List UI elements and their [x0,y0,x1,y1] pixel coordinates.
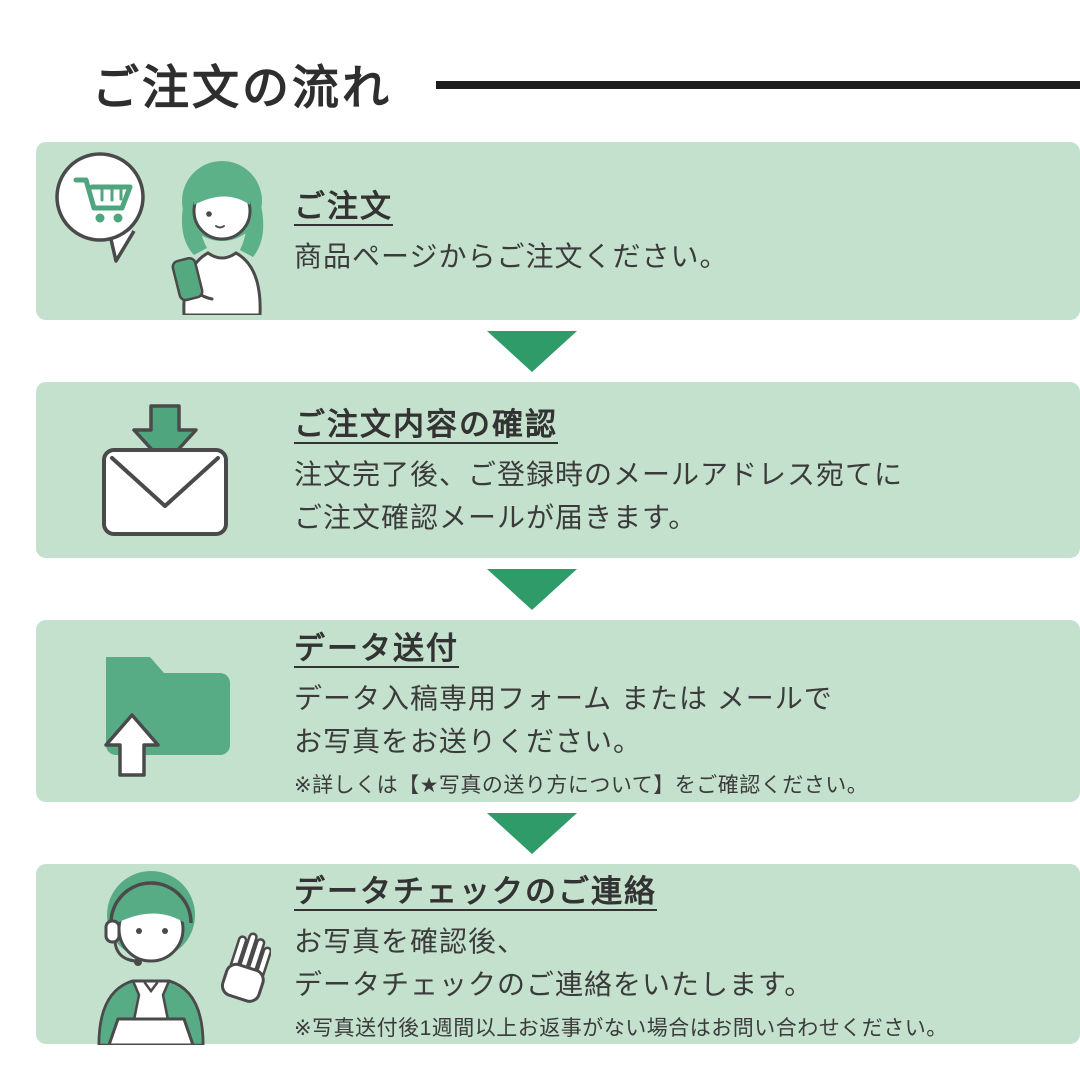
page-title: ご注文の流れ [92,60,392,114]
step-title: ご注文内容の確認 [294,406,558,442]
step-note: ※詳しくは【★写真の送り方について】をご確認ください。 [294,774,869,798]
folder-upload-icon [104,657,230,777]
step-illustration [36,863,294,1045]
flow-arrow [36,802,1080,864]
step-title: データチェックのご連絡 [294,873,657,909]
flow-arrow [36,558,1080,620]
step-description-line: お写真をお送りください。 [294,725,643,757]
step-description-line: データチェックのご連絡をいたします。 [294,968,814,1000]
order-flow: ご注文 商品ページからご注文ください。 ご注文内容の確認 注文完了後、ご登録時の… [0,142,1080,1045]
step-description-line: お写真を確認後、 [294,925,527,957]
step-description-line: 商品ページからご注文ください。 [294,241,729,273]
support-agent-icon [97,871,271,1045]
cart-phone-icon [55,152,264,315]
title-rule-line [436,81,1080,89]
step-illustration [36,147,294,315]
flow-arrow [36,320,1080,382]
down-arrow-icon [487,812,577,854]
step-title: ご注文 [294,189,393,225]
step-card-data-check: データチェックのご連絡 お写真を確認後、 データチェックのご連絡をいたします。 … [36,863,1080,1045]
step-title: データ送付 [294,630,459,666]
step-illustration [36,643,294,779]
step-description-line: データ入稿専用フォーム または メールで [294,682,833,714]
step-card-confirmation: ご注文内容の確認 注文完了後、ご登録時のメールアドレス宛てに ご注文確認メールが… [36,382,1080,558]
step-card-order: ご注文 商品ページからご注文ください。 [36,142,1080,320]
mail-receive-icon [102,404,228,536]
step-card-data-send: データ送付 データ入稿専用フォーム または メールで お写真をお送りください。 … [36,620,1080,802]
step-illustration [36,402,294,538]
page-header: ご注文の流れ [0,0,1080,116]
step-note: ※写真送付後1週間以上お返事がない場合はお問い合わせください。 [294,1017,948,1041]
down-arrow-icon [487,568,577,610]
down-arrow-icon [487,330,577,372]
step-description-line: ご注文確認メールが届きます。 [294,501,698,533]
step-description-line: 注文完了後、ご登録時のメールアドレス宛てに [294,458,904,490]
